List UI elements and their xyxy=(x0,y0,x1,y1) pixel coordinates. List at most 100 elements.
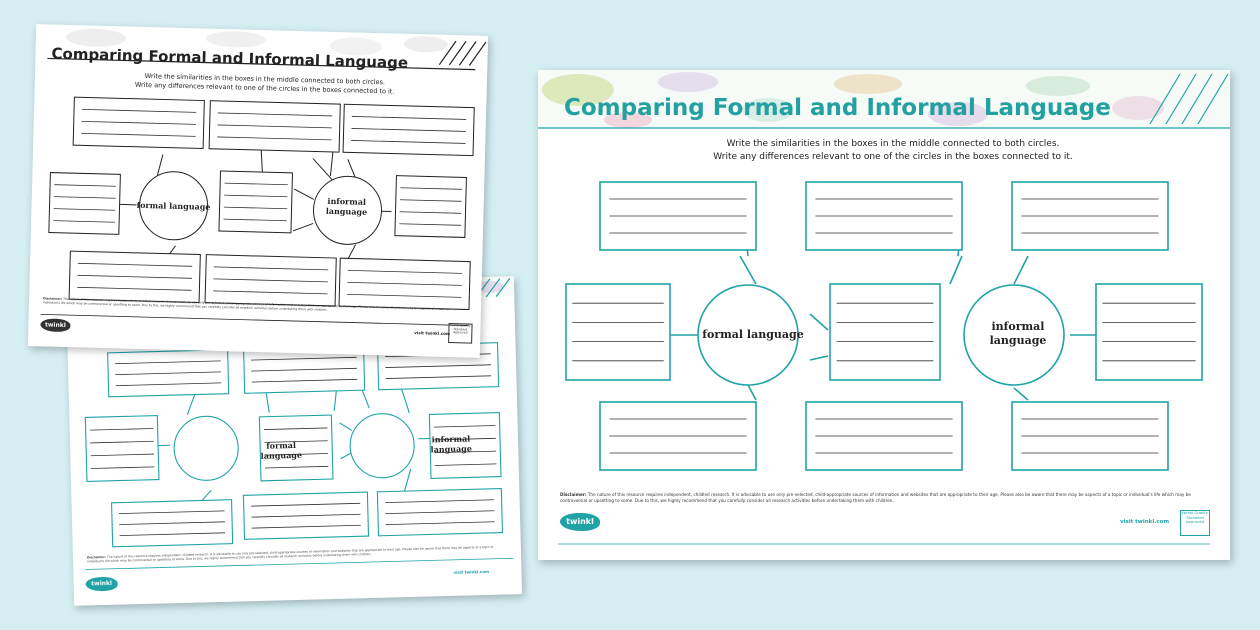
connector-line xyxy=(293,188,315,200)
answer-box xyxy=(84,415,160,482)
decorative-blob xyxy=(604,112,652,128)
informal-language-label: informal language xyxy=(415,433,487,455)
writing-line xyxy=(81,132,196,137)
writing-line xyxy=(251,502,361,507)
writing-line xyxy=(90,440,154,444)
writing-line xyxy=(264,440,328,443)
connector-line xyxy=(949,255,963,285)
writing-line xyxy=(251,356,357,361)
answer-box xyxy=(394,175,467,238)
decorative-blob xyxy=(65,28,126,47)
topic-circle xyxy=(313,175,383,245)
answer-box xyxy=(48,172,121,235)
decorative-blob xyxy=(834,74,902,94)
connector-line xyxy=(156,154,164,176)
writing-line xyxy=(347,269,463,274)
writing-line xyxy=(217,124,332,129)
quality-badge: twinkl Quality Standard Approved xyxy=(1180,510,1210,536)
writing-line xyxy=(77,286,192,291)
answer-box xyxy=(565,283,671,381)
footer-rule xyxy=(85,557,514,570)
connector-line xyxy=(739,255,757,285)
diagram-graphic xyxy=(35,24,489,326)
writing-line xyxy=(90,453,154,457)
worksheet-preview-teal-back: formal language informal language Discla… xyxy=(65,276,523,606)
worksheet-preview-black-white: Comparing Formal and Informal Language W… xyxy=(27,24,489,358)
connector-line xyxy=(329,149,334,176)
disclaimer: Disclaimer: The nature of this resource … xyxy=(560,492,1210,503)
writing-line xyxy=(115,360,221,365)
topic-circle xyxy=(173,415,239,481)
instructions: Write the similarities in the boxes in t… xyxy=(598,138,1188,164)
writing-line xyxy=(81,120,196,125)
decorative-blob xyxy=(542,74,614,106)
writing-line xyxy=(53,208,116,211)
informal-language-label: informal language xyxy=(309,195,383,217)
topic-circle xyxy=(963,284,1065,386)
answer-box xyxy=(218,170,293,234)
twinkl-logo: twinkl xyxy=(85,576,118,592)
writing-line xyxy=(89,428,154,431)
answer-box xyxy=(258,414,334,482)
writing-line xyxy=(217,112,333,117)
decorative-blob xyxy=(329,37,382,56)
instruction-line-1: Write the similarities in the boxes in t… xyxy=(726,139,1060,149)
decorative-stripe xyxy=(1165,73,1197,125)
writing-line xyxy=(251,513,361,518)
twinkl-logo: twinkl xyxy=(560,513,600,531)
writing-line xyxy=(53,196,116,199)
writing-line xyxy=(213,278,328,283)
diagram-graphic xyxy=(65,276,515,570)
connector-line xyxy=(809,355,829,361)
disclaimer-title: Disclaimer: xyxy=(560,492,587,497)
writing-line xyxy=(119,521,225,526)
decorative-stripe xyxy=(458,41,477,66)
footer-rule xyxy=(40,313,469,326)
topic-circle xyxy=(697,284,799,386)
writing-line xyxy=(81,108,197,113)
topic-circle xyxy=(139,171,209,241)
writing-line xyxy=(115,371,221,376)
quality-badge: twinkl Quality Standard Approved xyxy=(448,323,473,344)
connector-line xyxy=(340,451,353,460)
informal-label-line-2: language xyxy=(989,333,1047,347)
connector-line xyxy=(1013,255,1029,285)
connector-line xyxy=(339,422,353,431)
decorative-stripe xyxy=(468,41,487,66)
writing-line xyxy=(119,510,225,515)
writing-line xyxy=(400,187,462,190)
decorative-blob xyxy=(1026,76,1090,96)
header-band xyxy=(35,24,489,70)
writing-line xyxy=(223,206,288,210)
instruction-line-2: Write any differences relevant to one of… xyxy=(713,152,1073,163)
writing-line xyxy=(399,223,461,226)
writing-line xyxy=(385,499,495,504)
worksheet-title: Comparing Formal and Informal Language xyxy=(564,95,1111,121)
writing-line xyxy=(347,293,462,298)
header-rule xyxy=(47,57,476,71)
writing-line xyxy=(90,466,155,469)
connector-line xyxy=(260,148,263,175)
site-url: visit twinkl.com xyxy=(1120,519,1170,525)
connector-line xyxy=(312,158,333,181)
writing-line xyxy=(351,140,466,144)
writing-line xyxy=(434,450,497,454)
decorative-blob xyxy=(1112,96,1164,120)
writing-line xyxy=(251,524,361,529)
decorative-stripe xyxy=(495,277,511,298)
writing-line xyxy=(77,274,192,279)
informal-label-line-2: language xyxy=(325,205,368,217)
writing-line xyxy=(351,128,466,132)
writing-line xyxy=(385,521,495,526)
formal-language-label: formal language xyxy=(136,199,211,212)
informal-label-line-2: language xyxy=(430,443,473,455)
diagram-graphic xyxy=(538,70,1230,545)
writing-line xyxy=(224,194,288,198)
decorative-blob xyxy=(658,72,718,92)
writing-line xyxy=(264,427,328,430)
writing-line xyxy=(53,220,115,223)
connector-line xyxy=(292,222,314,232)
site-url: visit twinkl.com xyxy=(453,568,490,575)
writing-line xyxy=(385,510,495,515)
decorative-blob xyxy=(928,102,988,126)
